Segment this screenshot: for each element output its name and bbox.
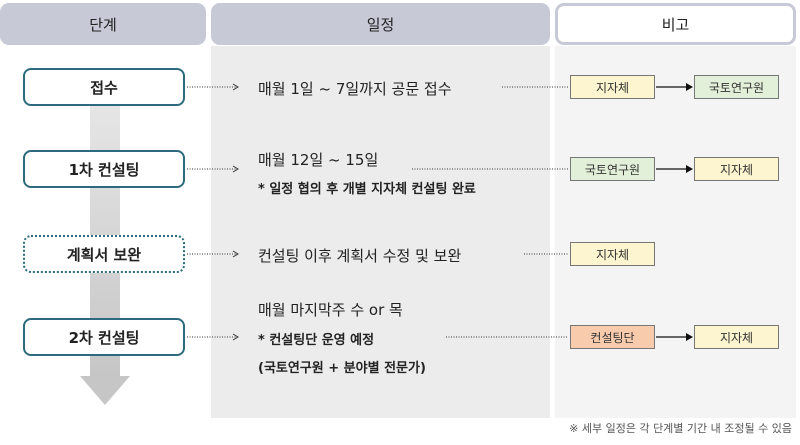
schedule-row4-main: 매월 마지막주 수 or 목	[258, 301, 403, 319]
note-label: 국토연구원	[708, 80, 765, 95]
solid-arrows	[656, 86, 686, 338]
note-label: 지자체	[595, 247, 630, 262]
stage-box-receipt: 접수	[23, 68, 185, 106]
schedule-row4-sub1: * 컨설팅단 운영 예정	[258, 333, 375, 348]
header-note-label: 비고	[661, 15, 690, 34]
arrowhead-icon	[686, 83, 693, 341]
stage-label: 계획서 보완	[66, 245, 142, 264]
note-column	[555, 46, 796, 418]
note-box-consulting-team: 컨설팅단	[570, 325, 655, 349]
note-label: 지자체	[595, 80, 630, 95]
note-box-local-gov: 지자체	[694, 325, 779, 349]
chevron-right-icon	[232, 83, 239, 341]
note-label: 국토연구원	[584, 162, 641, 177]
schedule-column	[211, 46, 550, 418]
note-box-local-gov: 지자체	[570, 242, 655, 266]
schedule-row4-sub2: (국토연구원 + 분야별 전문가)	[258, 361, 426, 376]
schedule-row3: 컨설팅 이후 계획서 수정 및 보완	[258, 247, 462, 265]
header-note: 비고	[555, 3, 796, 45]
stage-box-consulting-1: 1차 컨설팅	[23, 150, 185, 188]
footnote: ※ 세부 일정은 각 단계별 기간 내 조정될 수 있음	[569, 422, 792, 435]
header-stage-label: 단계	[89, 15, 117, 34]
header-schedule-label: 일정	[366, 15, 395, 34]
stage-box-plan-revision: 계획서 보완	[23, 235, 185, 273]
stage-label: 2차 컨설팅	[68, 328, 140, 347]
stage-box-consulting-2: 2차 컨설팅	[23, 318, 185, 356]
note-label: 컨설팅단	[590, 330, 635, 345]
note-box-local-gov: 지자체	[570, 75, 655, 99]
header-stage: 단계	[0, 3, 206, 45]
note-box-local-gov: 지자체	[694, 157, 779, 181]
note-box-krihs: 국토연구원	[570, 157, 655, 181]
note-box-krihs: 국토연구원	[694, 75, 779, 99]
note-label: 지자체	[719, 330, 754, 345]
header-schedule: 일정	[211, 3, 550, 45]
stage-label: 접수	[90, 78, 118, 97]
note-label: 지자체	[719, 162, 754, 177]
schedule-row2-main: 매월 12일 ~ 15일	[258, 151, 379, 169]
schedule-row2-sub: * 일정 협의 후 개별 지자체 컨설팅 완료	[258, 182, 476, 197]
schedule-row1: 매월 1일 ~ 7일까지 공문 접수	[258, 80, 452, 98]
dotted-connectors	[187, 86, 568, 338]
stage-label: 1차 컨설팅	[68, 160, 140, 179]
